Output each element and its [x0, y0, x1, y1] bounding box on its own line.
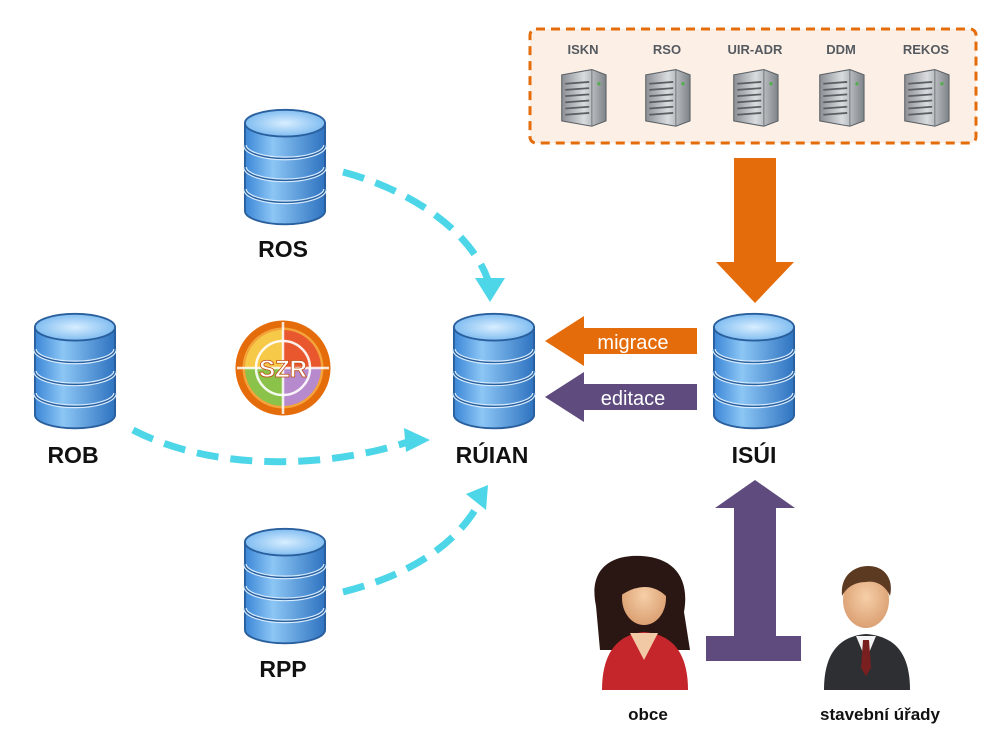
- arrowhead-icon: [466, 485, 488, 510]
- ruian-label: RÚIAN: [456, 441, 529, 468]
- rob-to-ruian-arrow: [131, 426, 410, 466]
- migration-label: migrace: [597, 332, 668, 354]
- source-system-ddm: DDM: [818, 42, 865, 128]
- editing-arrow: editace: [545, 372, 697, 422]
- ruian-database-icon: [452, 311, 536, 431]
- server-icon: [818, 68, 865, 128]
- server-icon: [732, 68, 779, 128]
- rob-database-icon: [33, 311, 117, 431]
- man-user-icon: [824, 566, 910, 690]
- szr-logo: SZR: [235, 320, 331, 416]
- woman-user-icon: [594, 555, 690, 690]
- import-arrow: [716, 158, 794, 303]
- migration-arrow: migrace: [545, 316, 697, 366]
- ros-to-ruian-arrow: [342, 168, 492, 282]
- server-icon: [560, 68, 607, 128]
- rpp-label: RPP: [259, 656, 306, 682]
- server-icon: [644, 68, 691, 128]
- arrowhead-icon: [475, 278, 505, 302]
- rob-label: ROB: [47, 442, 98, 468]
- source-system-rekos: REKOS: [903, 42, 950, 128]
- server-icon: [903, 68, 950, 128]
- municipalities-label: obce: [628, 705, 668, 724]
- source-system-label: RSO: [653, 42, 681, 57]
- ros-label: ROS: [258, 236, 308, 262]
- feed-arrows: [131, 168, 492, 596]
- building-offices-label: stavební úřady: [820, 705, 941, 724]
- source-system-label: REKOS: [903, 42, 950, 57]
- rpp-database-icon: [243, 526, 327, 646]
- user-edit-arrow: [706, 480, 801, 661]
- arrowhead-icon: [404, 428, 430, 452]
- source-system-uir-adr: UIR-ADR: [728, 42, 783, 128]
- source-system-label: DDM: [826, 42, 856, 57]
- source-systems-group: ISKN RSO UIR-ADR DDM REKOS: [528, 27, 978, 145]
- isui-database-icon: [712, 311, 796, 431]
- source-system-label: ISKN: [567, 42, 598, 57]
- ros-database-icon: [243, 107, 327, 227]
- source-system-label: UIR-ADR: [728, 42, 783, 57]
- source-system-iskn: ISKN: [560, 42, 607, 128]
- szr-logo-text: SZR: [259, 356, 307, 383]
- editing-label: editace: [601, 388, 666, 410]
- isui-label: ISÚI: [732, 441, 777, 468]
- rpp-to-ruian-arrow: [342, 503, 482, 596]
- source-system-rso: RSO: [644, 42, 691, 128]
